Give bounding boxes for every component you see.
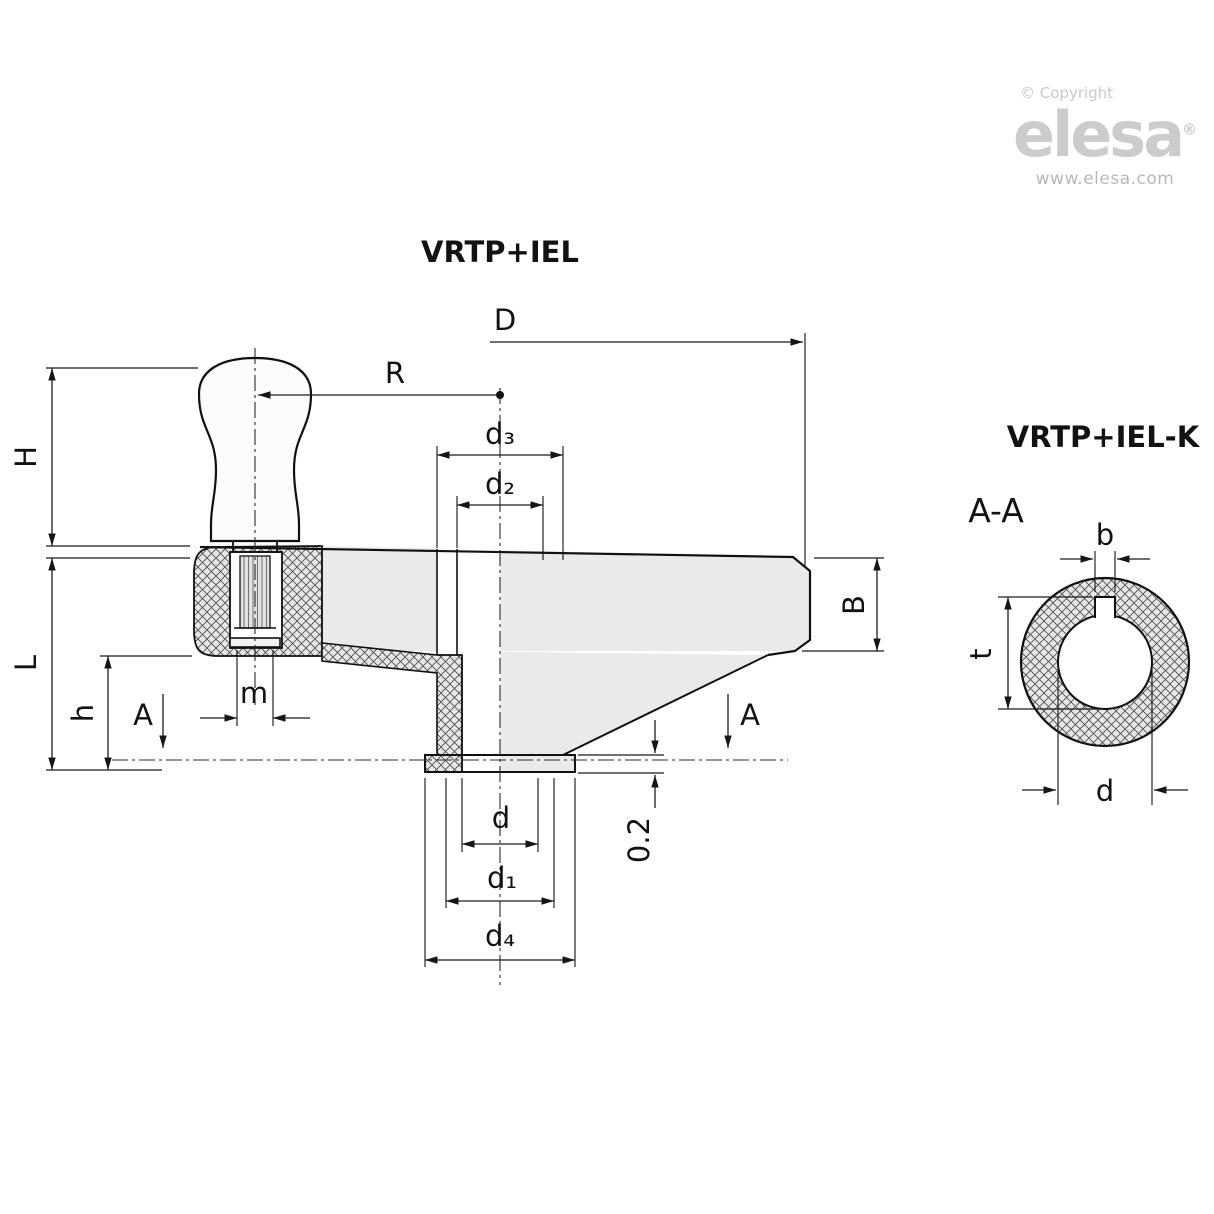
elesa-logo-text: elesa: [1012, 98, 1185, 171]
dim-L-label: L: [9, 655, 43, 671]
wheel-cone-underside: [437, 651, 768, 755]
dim-H-label: H: [9, 446, 43, 468]
dim-B: B: [837, 558, 881, 651]
dim-d1-label: d₁: [487, 861, 517, 895]
ext-L: [46, 557, 190, 771]
ext-d-bore: [461, 778, 539, 852]
dim-h: h: [66, 656, 112, 770]
ext-d1: [445, 778, 555, 908]
registered-mark: ®: [1182, 120, 1198, 139]
dim-d-bore-label: d: [492, 801, 510, 835]
dim-d1: d₁: [446, 861, 554, 905]
ext-t: [998, 596, 1102, 710]
keyway-fill: [1095, 597, 1115, 619]
dim-d3-label: d₃: [485, 417, 515, 451]
hub-flange-right: [500, 755, 575, 772]
website-text: www.elesa.com: [1035, 169, 1175, 189]
dim-m-label: m: [240, 676, 268, 710]
wheel-outline-top: [199, 545, 812, 657]
dim-L: L: [9, 558, 56, 770]
dim-d2: d₂: [457, 467, 543, 509]
section-title: A-A: [968, 491, 1024, 530]
dim-protrusion-label: 0.2: [622, 817, 656, 863]
dim-R: R: [258, 356, 504, 399]
dim-b: b: [1060, 518, 1150, 563]
hub-recess: [437, 549, 500, 655]
dim-R-label: R: [385, 356, 405, 390]
wheel-outline-cone: [562, 654, 769, 756]
main-title: VRTP+IEL: [421, 235, 579, 269]
copyright-text: © Copyright: [1020, 84, 1114, 102]
dim-d-bore: d: [462, 801, 538, 848]
dim-m: m: [200, 676, 310, 722]
hub-bore: [462, 655, 500, 772]
dim-d-section: d: [1022, 774, 1188, 808]
ext-d3: [436, 446, 564, 560]
variant-title: VRTP+IEL-K: [1007, 420, 1201, 454]
section-A-left-label: A: [133, 698, 153, 732]
section-arrow-A-right: A: [724, 694, 760, 748]
dim-B-label: B: [837, 595, 871, 615]
handwheel-section-view: [193, 356, 812, 773]
ext-m: [236, 650, 274, 726]
dim-d4: d₄: [425, 919, 575, 964]
wheel-top-band: [322, 546, 810, 651]
dim-D-label: D: [494, 303, 516, 337]
dim-d4-label: d₄: [485, 919, 515, 953]
dim-R-center-dot: [496, 391, 504, 399]
hub-section-view: b t d: [964, 518, 1191, 808]
hub-recess-walls: [436, 549, 463, 772]
dim-D: D: [490, 303, 803, 346]
ext-d-section: [1057, 668, 1153, 805]
dim-t-label: t: [964, 648, 998, 659]
ext-B: [802, 557, 884, 652]
section-A-right-label: A: [740, 698, 760, 732]
elesa-logo: elesa®: [1010, 104, 1200, 166]
dim-t: t: [964, 597, 1012, 709]
dimensions: D R d₃ d₂ H L: [9, 303, 881, 964]
ext-d4: [424, 778, 576, 967]
dim-h-label: h: [66, 704, 100, 722]
ext-protrusion: [578, 754, 664, 774]
keyway-outline: [1094, 596, 1116, 618]
ext-H: [46, 367, 198, 547]
dim-d2-label: d₂: [485, 467, 515, 501]
hub-bore-circle: [1057, 614, 1153, 710]
section-arrow-A-left: A: [133, 694, 167, 748]
dim-protrusion: 0.2: [622, 720, 659, 863]
elesa-branding: © Copyright elesa® www.elesa.com: [1010, 84, 1200, 189]
ext-b: [1094, 551, 1116, 592]
dim-d-section-label: d: [1096, 774, 1114, 808]
centerlines: [112, 348, 788, 985]
web-hub-section-hatch: [321, 642, 463, 773]
dim-d3: d₃: [437, 417, 563, 459]
dim-H: H: [9, 368, 56, 546]
dim-b-label: b: [1096, 518, 1114, 552]
